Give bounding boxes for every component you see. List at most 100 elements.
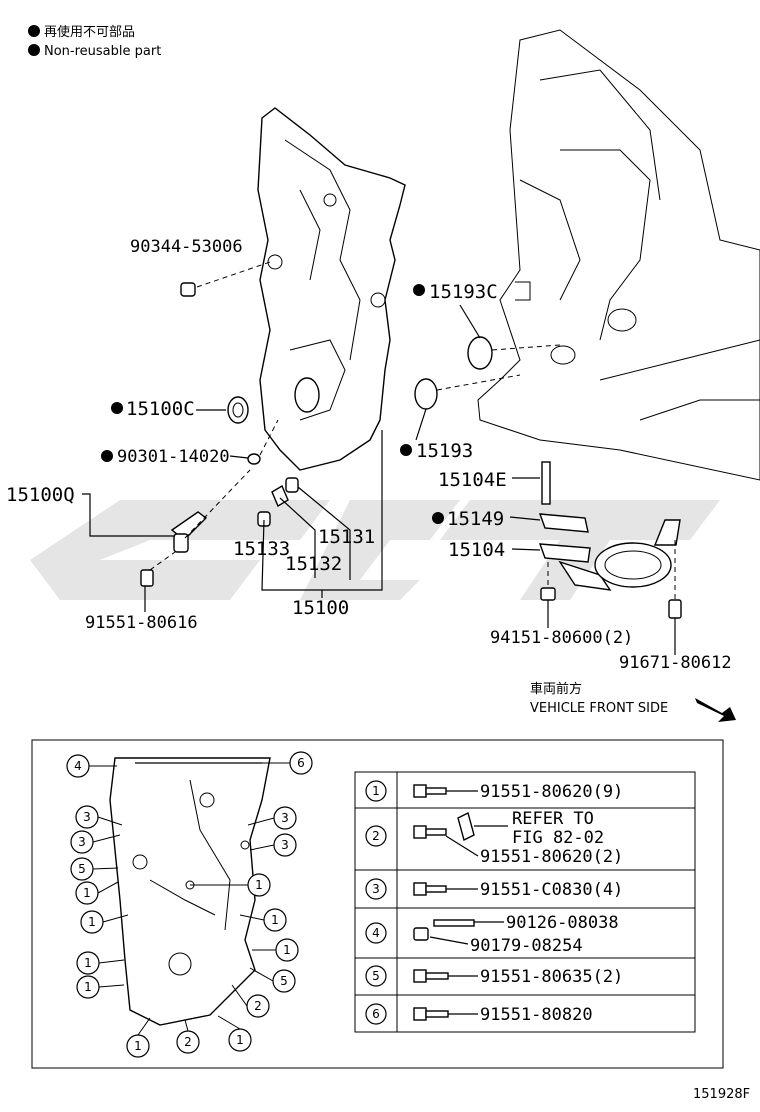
callout-number: 3: [83, 810, 91, 824]
legend-japanese: 再使用不可部品: [44, 24, 135, 40]
part-label[interactable]: 15193C: [429, 281, 498, 303]
nonreusable-dot-icon: [400, 444, 412, 456]
direction-arrow-icon: [695, 698, 736, 722]
callout-number: 1: [255, 878, 263, 892]
callout-number: 1: [236, 1033, 244, 1047]
callout-circle[interactable]: [176, 1030, 200, 1054]
table-refer-text: REFER TO: [512, 809, 594, 829]
table-callout-circle: [365, 780, 387, 802]
part-label[interactable]: 15100: [292, 597, 349, 619]
callout-circle[interactable]: [275, 938, 299, 962]
callout-number: 2: [254, 999, 262, 1013]
bolt-detail-frame: [31, 739, 724, 1069]
callout-number: 5: [280, 974, 288, 988]
nonreusable-dot-icon: [413, 284, 425, 296]
part-label[interactable]: 15104: [448, 539, 505, 561]
table-part-number[interactable]: 91551-80635(2): [480, 967, 623, 987]
callout-circle[interactable]: [75, 805, 99, 829]
part-label[interactable]: 15131: [318, 526, 375, 548]
part-label[interactable]: 15100C: [126, 398, 195, 420]
callout-number: 3: [281, 811, 289, 825]
callout-circle[interactable]: [76, 951, 100, 975]
part-label[interactable]: 91551-80616: [85, 613, 198, 633]
callout-circle[interactable]: [273, 833, 297, 857]
leader-lines: [82, 261, 736, 722]
legend-dot-icon: [28, 25, 40, 37]
callout-circle[interactable]: [80, 910, 104, 934]
table-part-number[interactable]: 90179-08254: [470, 936, 583, 956]
bracket-icon: [457, 811, 475, 842]
callout-circle[interactable]: [246, 994, 270, 1018]
legend-english: Non-reusable part: [44, 44, 161, 59]
callout-number: 1: [88, 915, 96, 929]
bolt-table: 1 91551-80620(9) 2 REFER TO FIG 82-02 91…: [354, 771, 696, 1033]
nonreusable-dot-icon: [101, 450, 113, 462]
small-parts-drawing: [140, 282, 682, 619]
callout-circle[interactable]: [273, 806, 297, 830]
callout-number: 3: [281, 838, 289, 852]
callout-number: 2: [184, 1035, 192, 1049]
part-label[interactable]: 15132: [285, 553, 342, 575]
legend-dot-icon: [28, 44, 40, 56]
table-row-number: 5: [372, 969, 380, 983]
callout-circle[interactable]: [228, 1028, 252, 1052]
part-label[interactable]: 90301-14020: [117, 447, 230, 467]
timing-cover-drawing: [257, 107, 406, 471]
table-callout-circle: [365, 825, 387, 847]
table-row-number: 2: [372, 829, 380, 843]
part-label[interactable]: 15149: [447, 508, 504, 530]
part-label[interactable]: 90344-53006: [130, 237, 243, 257]
callout-circle[interactable]: [70, 830, 94, 854]
front-side-japanese: 車両前方: [530, 681, 582, 697]
part-label[interactable]: 94151-80600(2): [490, 628, 633, 648]
callout-number: 1: [83, 886, 91, 900]
callout-number: 4: [74, 759, 82, 773]
cover-detail-drawing: [109, 757, 271, 1026]
bolt-icon: [413, 882, 447, 896]
bolt-icon: [413, 969, 449, 983]
callout-number: 1: [271, 913, 279, 927]
bolt-icon: [413, 825, 447, 839]
table-part-number[interactable]: 91551-80620(9): [480, 782, 623, 802]
callout-circle[interactable]: [70, 857, 94, 881]
table-callout-circle: [365, 1003, 387, 1025]
callout-number: 1: [283, 943, 291, 957]
front-side-english: VEHICLE FRONT SIDE: [530, 701, 668, 716]
callout-circle[interactable]: [289, 751, 313, 775]
callout-circle[interactable]: [263, 908, 287, 932]
stud-icon: [433, 919, 475, 927]
nonreusable-dot-icon: [111, 402, 123, 414]
table-row-number: 4: [372, 926, 380, 940]
part-label[interactable]: 15193: [416, 440, 473, 462]
nonreusable-dot-icon: [432, 512, 444, 524]
part-label[interactable]: 15133: [233, 538, 290, 560]
bolt-callouts: 4 6 3 3 5 1 1 3 3 1 1 1: [66, 751, 313, 1058]
callout-circle[interactable]: [66, 754, 90, 778]
table-part-number[interactable]: 91551-80620(2): [480, 847, 623, 867]
part-label[interactable]: 15100Q: [6, 484, 75, 506]
callout-number: 1: [84, 956, 92, 970]
nut-icon: [413, 927, 429, 941]
callout-circle[interactable]: [272, 969, 296, 993]
table-callout-circle: [365, 965, 387, 987]
callout-circle[interactable]: [247, 873, 271, 897]
engine-block-drawing: [477, 29, 760, 481]
table-part-number[interactable]: 91551-C0830(4): [480, 880, 623, 900]
table-part-number[interactable]: 91551-80820: [480, 1005, 593, 1025]
table-row-number: 1: [372, 784, 380, 798]
callout-number: 5: [78, 862, 86, 876]
part-label[interactable]: 91671-80612: [619, 653, 732, 673]
table-part-number[interactable]: 90126-08038: [506, 913, 619, 933]
part-label[interactable]: 15104E: [438, 469, 507, 491]
callout-circle[interactable]: [76, 975, 100, 999]
callout-circle[interactable]: [75, 881, 99, 905]
figure-id: 151928F: [693, 1087, 750, 1102]
table-refer-text[interactable]: FIG 82-02: [512, 828, 604, 848]
table-row-number: 6: [372, 1007, 380, 1021]
bolt-icon: [413, 1007, 449, 1021]
callout-number: 1: [134, 1039, 142, 1053]
callout-number: 6: [297, 756, 305, 770]
table-callout-circle: [365, 922, 387, 944]
callout-circle[interactable]: [126, 1034, 150, 1058]
